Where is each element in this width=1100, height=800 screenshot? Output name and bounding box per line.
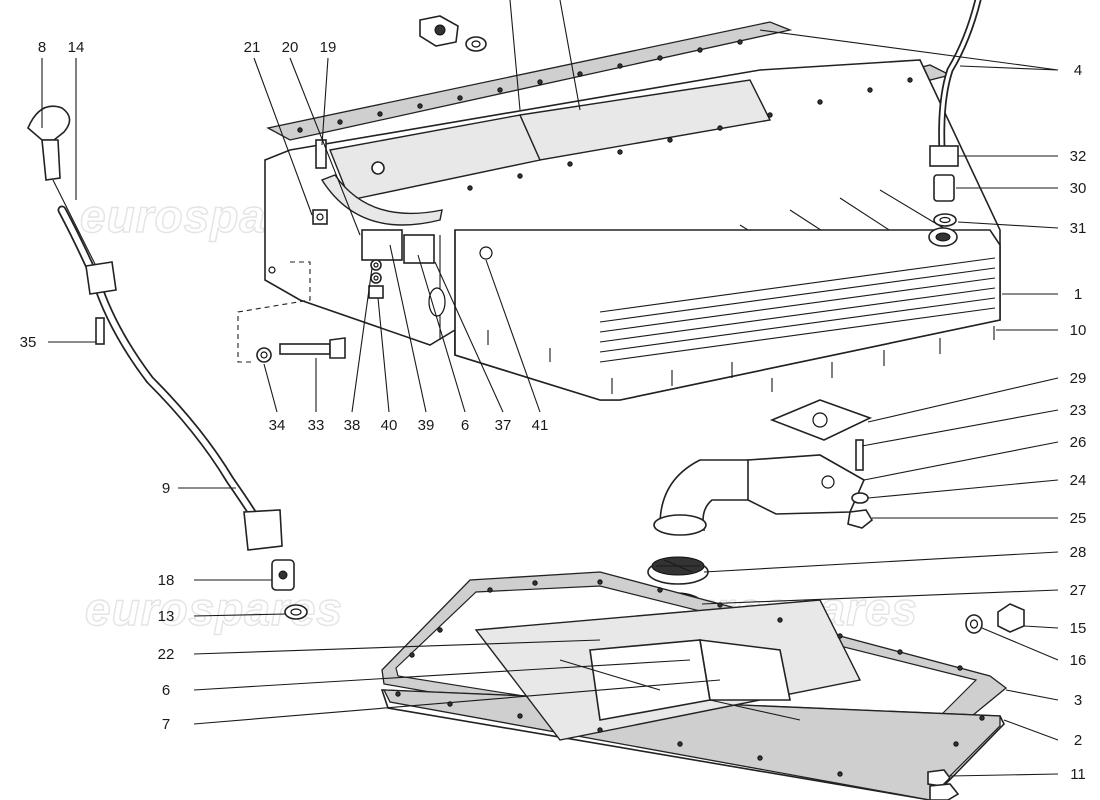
small-bolt-20	[371, 161, 385, 175]
callout-35: 35	[20, 334, 37, 351]
nut-bottom	[929, 783, 960, 800]
callout-18: 18	[158, 572, 175, 589]
callout-30: 30	[1070, 180, 1087, 197]
dipstick-tube-9	[57, 205, 283, 551]
callout-31: 31	[1070, 220, 1087, 237]
stud-19	[315, 139, 327, 169]
callout-21: 21	[244, 39, 261, 56]
bolt-position-bracket	[237, 261, 311, 363]
callout-26: 26	[1070, 434, 1087, 451]
union-30	[933, 174, 955, 202]
bolt-33	[279, 337, 346, 359]
dipstick-8	[27, 105, 105, 283]
callout-labels: 8 14 21 20 19 4 32 30 31 1 10 35 34 33 3…	[20, 39, 1087, 783]
nut-11	[927, 769, 952, 787]
callout-20: 20	[282, 39, 299, 56]
nut-40	[368, 285, 384, 299]
callout-23: 23	[1070, 402, 1087, 419]
callout-1: 1	[1074, 286, 1082, 303]
callout-4: 4	[1074, 62, 1082, 79]
strainer-28	[647, 556, 709, 585]
union-18	[271, 559, 295, 591]
callout-40: 40	[381, 417, 398, 434]
lower-oil-pan-2	[380, 599, 1005, 800]
callout-6-lower: 6	[162, 682, 170, 699]
gasket-29	[769, 399, 873, 441]
callout-33: 33	[308, 417, 325, 434]
leader-lines	[41, 0, 1059, 777]
nut-32	[929, 145, 959, 167]
washer-31	[933, 213, 957, 227]
callout-38: 38	[344, 417, 361, 434]
callout-27: 27	[1070, 582, 1087, 599]
washer-13	[284, 604, 308, 620]
drain-plug-15	[997, 603, 1025, 633]
washer-24	[851, 492, 869, 504]
washer-40	[370, 272, 382, 284]
stud-23	[855, 439, 864, 471]
callout-32: 32	[1070, 148, 1087, 165]
top-washer	[465, 36, 487, 52]
callout-3: 3	[1074, 692, 1082, 709]
baffle-block-left	[361, 229, 403, 261]
callout-29: 29	[1070, 370, 1087, 387]
washer-34	[256, 347, 272, 363]
nut-25	[847, 509, 874, 529]
callout-25: 25	[1070, 510, 1087, 527]
callout-13: 13	[158, 608, 175, 625]
callout-8: 8	[38, 39, 46, 56]
callout-22: 22	[158, 646, 175, 663]
gasket-bolt-holes	[395, 579, 985, 777]
callout-41: 41	[532, 417, 549, 434]
callout-16: 16	[1070, 652, 1087, 669]
washer-38	[370, 259, 382, 271]
callout-37: 37	[495, 417, 512, 434]
washer-16	[965, 614, 983, 634]
nut-21	[312, 209, 328, 225]
callout-14: 14	[68, 39, 85, 56]
callout-7: 7	[162, 716, 170, 733]
callout-19: 19	[320, 39, 337, 56]
top-plug	[419, 15, 459, 47]
callout-10: 10	[1070, 322, 1087, 339]
callout-2: 2	[1074, 732, 1082, 749]
callout-28: 28	[1070, 544, 1087, 561]
upper-oil-sump	[264, 21, 1001, 401]
stud-35	[95, 317, 105, 345]
callout-39: 39	[418, 417, 435, 434]
pickup-pipe-26	[653, 454, 866, 536]
callout-24: 24	[1070, 472, 1087, 489]
callout-34: 34	[269, 417, 286, 434]
callout-11: 11	[1070, 766, 1086, 783]
callout-15: 15	[1070, 620, 1087, 637]
callout-6-upper: 6	[461, 417, 469, 434]
callout-9: 9	[162, 480, 170, 497]
